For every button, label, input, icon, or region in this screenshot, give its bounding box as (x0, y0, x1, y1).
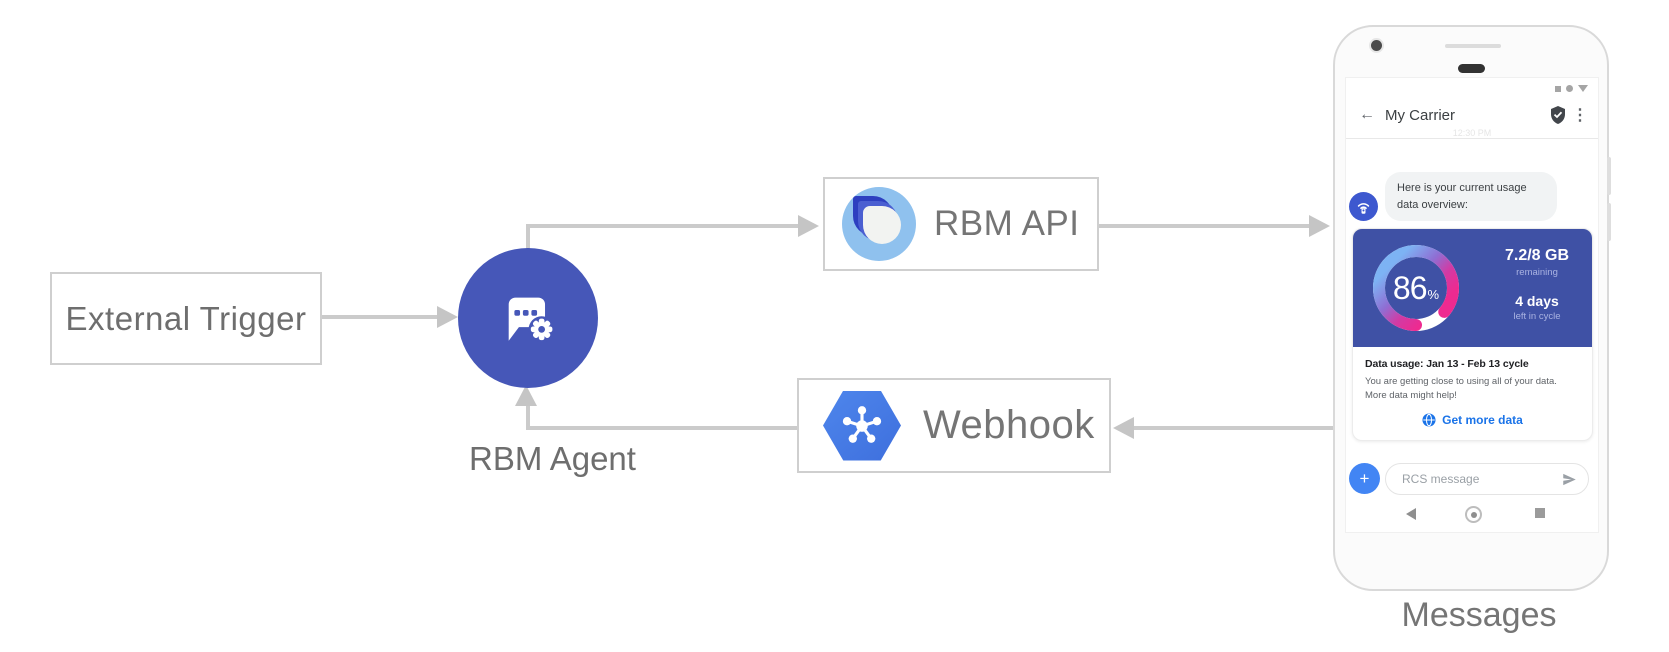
message-input-pill (1385, 463, 1589, 495)
status-bar (1555, 85, 1588, 92)
get-more-data-label: Get more data (1442, 412, 1523, 427)
usage-rich-card: 86 % 7.2/8 GB remaining 4 days left in c… (1352, 228, 1593, 441)
get-more-data-button[interactable]: Get more data (1365, 413, 1580, 427)
antenna-icon (1357, 203, 1370, 214)
chat-bubble: Here is your current usage data overview… (1385, 172, 1557, 221)
usage-card-body-line2: More data might help! (1365, 390, 1457, 402)
phone-device: ← My Carrier ⋮ 12:30 PM Here is (1333, 25, 1611, 591)
rbm-agent-node (458, 248, 598, 388)
arrow-agent-to-api-hline (526, 224, 798, 228)
nav-recents-button[interactable] (1535, 508, 1545, 518)
arrow-api-to-phone-head (1309, 215, 1330, 237)
usage-card-title: Data usage: Jan 13 - Feb 13 cycle (1365, 358, 1529, 370)
arrow-phone-to-webhook-head (1113, 417, 1134, 439)
external-trigger-node: External Trigger (50, 272, 322, 365)
signal-triangle-icon (1578, 85, 1588, 92)
arrow-agent-to-api-vline (526, 224, 530, 250)
chat-header: ← My Carrier ⋮ (1346, 78, 1598, 139)
remaining-value: 7.2/8 GB (1504, 247, 1570, 264)
days-label: left in cycle (1513, 311, 1561, 322)
chat-gear-icon (508, 297, 555, 343)
rbm-agent-label: RBM Agent (469, 440, 636, 477)
bubble-line2: data overview: (1397, 198, 1468, 211)
external-trigger-label: External Trigger (65, 299, 307, 337)
messages-caption: Messages (1401, 596, 1557, 634)
signal-circle-icon (1566, 85, 1573, 92)
back-icon[interactable]: ← (1359, 106, 1375, 123)
overflow-menu-icon[interactable]: ⋮ (1572, 107, 1588, 124)
agent-avatar (1349, 192, 1378, 221)
arrow-webhook-to-agent-head (515, 385, 537, 406)
nav-home-button[interactable] (1465, 506, 1482, 523)
phone-speaker-grille (1445, 44, 1501, 48)
bubble-line1: Here is your current usage (1397, 182, 1527, 194)
timestamp: 12:30 PM (1452, 128, 1492, 138)
percent-sign: % (1427, 286, 1440, 302)
conversation-title: My Carrier (1385, 107, 1455, 124)
signal-square-icon (1555, 85, 1561, 92)
usage-donut-gauge (1373, 245, 1459, 331)
arrow-agent-to-api-head (798, 215, 819, 237)
rbm-api-node: RBM API (823, 177, 1099, 271)
phone-earpiece (1458, 64, 1485, 73)
verified-shield-icon (1551, 106, 1565, 124)
usage-card-body: You are getting close to using all of yo… (1365, 375, 1580, 404)
usage-card-blue-panel: 86 % 7.2/8 GB remaining 4 days left in c… (1353, 229, 1592, 347)
usage-card-text-panel: Data usage: Jan 13 - Feb 13 cycle You ar… (1353, 347, 1592, 440)
send-icon[interactable] (1562, 472, 1577, 487)
cloud-pubsub-hexagon-icon (823, 390, 901, 461)
phone-volume-button (1607, 203, 1611, 241)
phone-screen: ← My Carrier ⋮ 12:30 PM Here is (1345, 77, 1599, 533)
percent-value: 86 (1392, 269, 1428, 306)
days-value: 4 days (1515, 293, 1559, 309)
phone-power-button (1607, 157, 1611, 195)
gauge-center-text: 86 % (1366, 238, 1466, 338)
arrow-webhook-to-agent-hline (526, 426, 797, 430)
usage-card-body-line1: You are getting close to using all of yo… (1365, 376, 1557, 387)
phone-camera (1371, 40, 1382, 51)
arrow-phone-to-webhook-line (1134, 426, 1333, 430)
rbm-api-logo-icon (842, 187, 916, 261)
arrow-trigger-to-agent-line (322, 315, 437, 319)
globe-icon (1422, 412, 1436, 427)
rbm-api-label: RBM API (934, 204, 1080, 243)
webhook-node: Webhook (797, 378, 1111, 473)
attach-plus-button[interactable]: + (1349, 463, 1380, 494)
rcs-message-input[interactable] (1400, 471, 1544, 487)
arrow-webhook-to-agent-vline (526, 404, 530, 430)
arrow-trigger-to-agent-head (437, 306, 458, 328)
usage-stats-column: 7.2/8 GB remaining 4 days left in cycle (1490, 247, 1584, 322)
webhook-label: Webhook (923, 403, 1095, 447)
nav-back-button[interactable] (1406, 508, 1416, 520)
arrow-api-to-phone-line (1097, 224, 1309, 228)
remaining-label: remaining (1516, 267, 1558, 278)
